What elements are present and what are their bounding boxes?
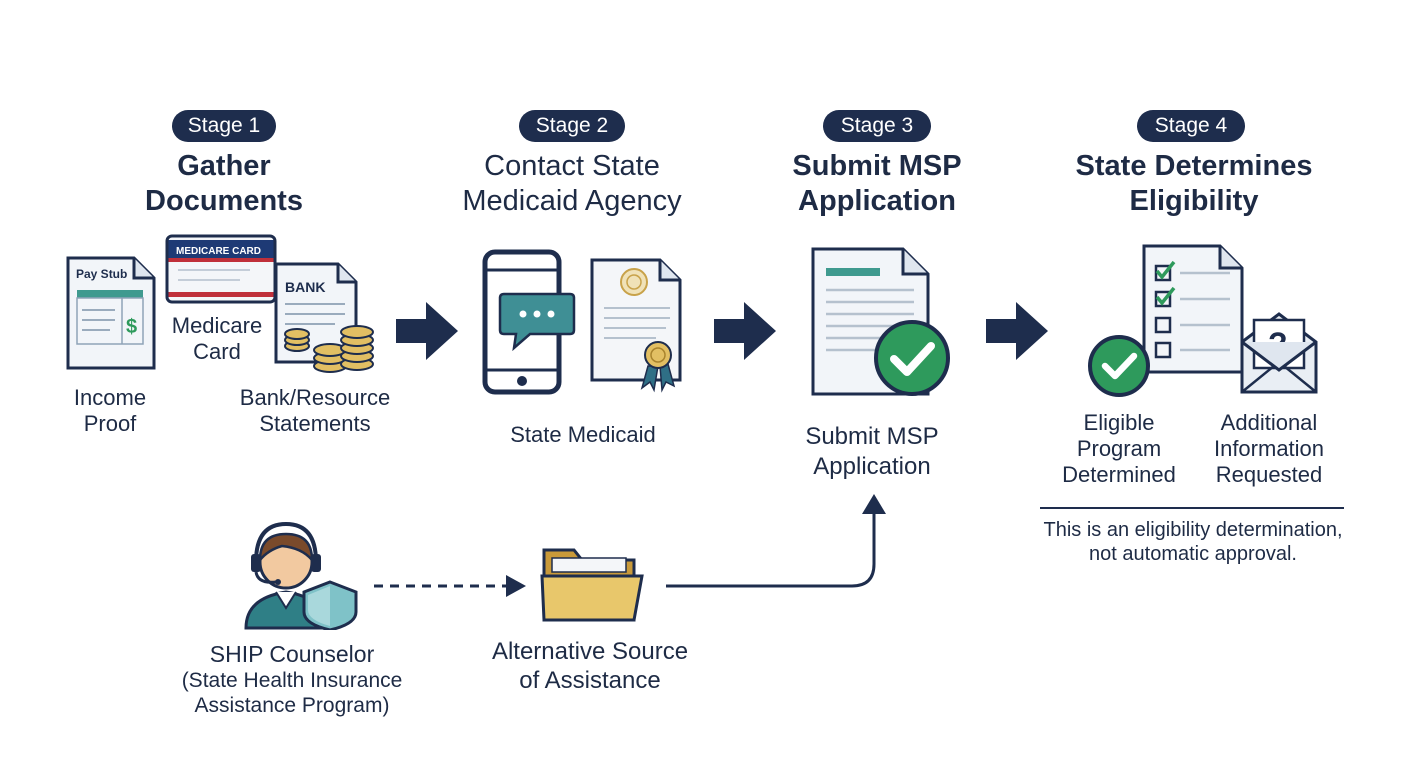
medicare-card-heading: MEDICARE CARD <box>176 246 261 257</box>
arrow-stage-1-2 <box>396 302 458 360</box>
eligibility-note: This is an eligibility determination, no… <box>1043 519 1343 565</box>
certificate-icon <box>590 258 682 393</box>
ship-counselor-icon <box>244 521 358 630</box>
checkmark-icon <box>874 320 950 396</box>
eligible-program-label: Eligible Program Determined <box>1062 410 1176 487</box>
stage-3-title: Submit MSP Application <box>792 150 962 217</box>
stage-2-icons <box>482 249 682 395</box>
arrow-stage-2-3 <box>714 302 776 360</box>
pay-stub-heading: Pay Stub <box>76 267 127 281</box>
submit-msp-label: Submit MSP Application <box>805 423 939 480</box>
medicare-card-icon: MEDICARE CARD <box>165 234 277 304</box>
eligible-checkmark-icon <box>1088 335 1150 397</box>
folder-icon <box>540 548 644 622</box>
alternative-source-label: Alternative Source of Assistance <box>491 638 689 694</box>
ship-counselor-sublabel: (State Health Insurance Assistance Progr… <box>181 669 403 717</box>
pay-stub-icon: Pay Stub $ <box>66 256 156 370</box>
bank-statements-label: Bank/Resource Statements <box>239 385 391 436</box>
stage-1-badge: Stage 1 <box>172 110 276 142</box>
checklist-icon <box>1142 244 1244 374</box>
divider-line <box>1040 507 1344 509</box>
envelope-question-icon: ? <box>1240 312 1318 394</box>
stage-1-icons: Pay Stub $ MEDICARE CARD BANK <box>66 234 374 373</box>
dashed-arrow-ship-to-alternative <box>374 575 526 597</box>
stage-4-icons: ? <box>1088 244 1318 397</box>
arrow-stage-3-4 <box>986 302 1048 360</box>
bank-heading: BANK <box>285 279 325 295</box>
stage-2-badge: Stage 2 <box>519 110 625 142</box>
stage-4-title: State Determines Eligibility <box>1075 150 1313 217</box>
coins-icon <box>284 325 374 373</box>
arrow-alternative-to-stage-3 <box>666 494 886 588</box>
stage-4-badge: Stage 4 <box>1137 110 1245 142</box>
ship-counselor-label: SHIP Counselor <box>209 641 375 667</box>
stage-1-title: Gather Documents <box>145 150 303 217</box>
medicare-card-label: Medicare Card <box>171 313 263 364</box>
state-medicaid-label: State Medicaid <box>510 422 656 447</box>
shield-icon <box>302 580 358 630</box>
income-proof-label: Income Proof <box>73 385 147 436</box>
smartphone-chat-icon <box>482 249 576 395</box>
svg-text:$: $ <box>126 316 137 338</box>
stage-3-badge: Stage 3 <box>823 110 931 142</box>
stage-2-title: Contact State Medicaid Agency <box>462 150 682 217</box>
additional-info-label: Additional Information Requested <box>1213 410 1325 487</box>
stage-3-icons <box>811 247 950 396</box>
